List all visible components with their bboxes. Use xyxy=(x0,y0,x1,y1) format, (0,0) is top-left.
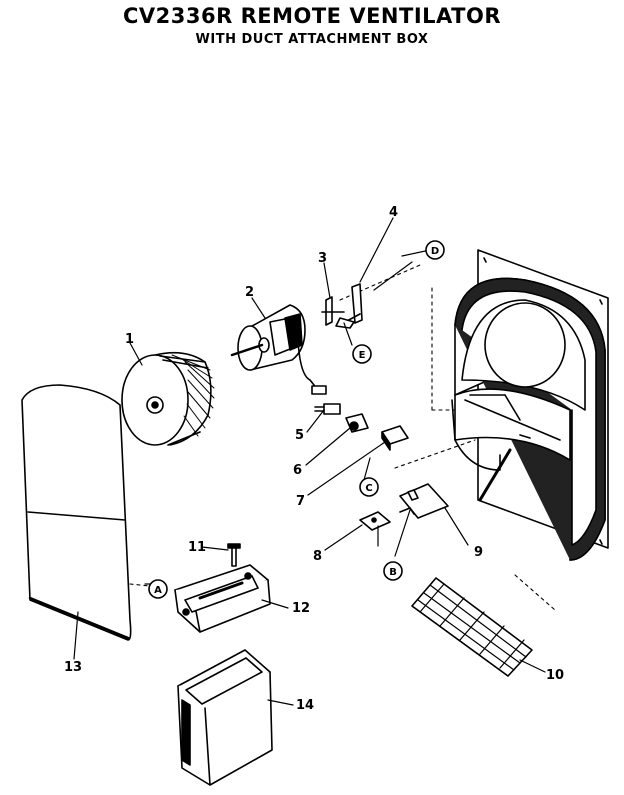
duct-box xyxy=(177,649,273,786)
part-label-3: 3 xyxy=(318,251,327,266)
brackets xyxy=(321,283,363,329)
part-label-1: 1 xyxy=(125,332,134,347)
part-label-7: 7 xyxy=(296,494,305,509)
part-label-9: 9 xyxy=(474,545,483,560)
ref-label-e: E xyxy=(359,350,366,361)
ref-label-b: B xyxy=(389,567,397,578)
screw xyxy=(227,543,241,567)
ref-label-d: D xyxy=(431,246,439,257)
plate-9 xyxy=(399,483,449,519)
part-label-14: 14 xyxy=(296,698,314,713)
grille xyxy=(411,577,533,677)
part-label-6: 6 xyxy=(293,463,302,478)
part-label-12: 12 xyxy=(292,601,310,616)
part-label-11: 11 xyxy=(188,540,206,555)
component-7 xyxy=(381,425,409,451)
light-bracket xyxy=(174,564,271,633)
part-label-2: 2 xyxy=(245,285,254,300)
part-label-10: 10 xyxy=(546,668,564,683)
connector-5 xyxy=(314,403,341,415)
front-panel xyxy=(21,384,132,641)
ventilator-housing xyxy=(451,277,606,561)
blower-wheel xyxy=(121,351,215,446)
reference-circles xyxy=(148,240,445,599)
ref-label-c: C xyxy=(365,483,372,494)
diagram-subtitle: WITH DUCT ATTACHMENT BOX xyxy=(195,32,429,47)
plate-8 xyxy=(359,511,391,531)
part-label-5: 5 xyxy=(295,428,304,443)
part-label-4: 4 xyxy=(389,205,398,220)
ref-label-a: A xyxy=(154,585,162,596)
part-label-13: 13 xyxy=(64,660,82,675)
motor xyxy=(230,304,327,395)
component-6 xyxy=(345,413,369,433)
part-label-8: 8 xyxy=(313,549,322,564)
diagram-title: CV2336R REMOTE VENTILATOR xyxy=(122,4,501,28)
